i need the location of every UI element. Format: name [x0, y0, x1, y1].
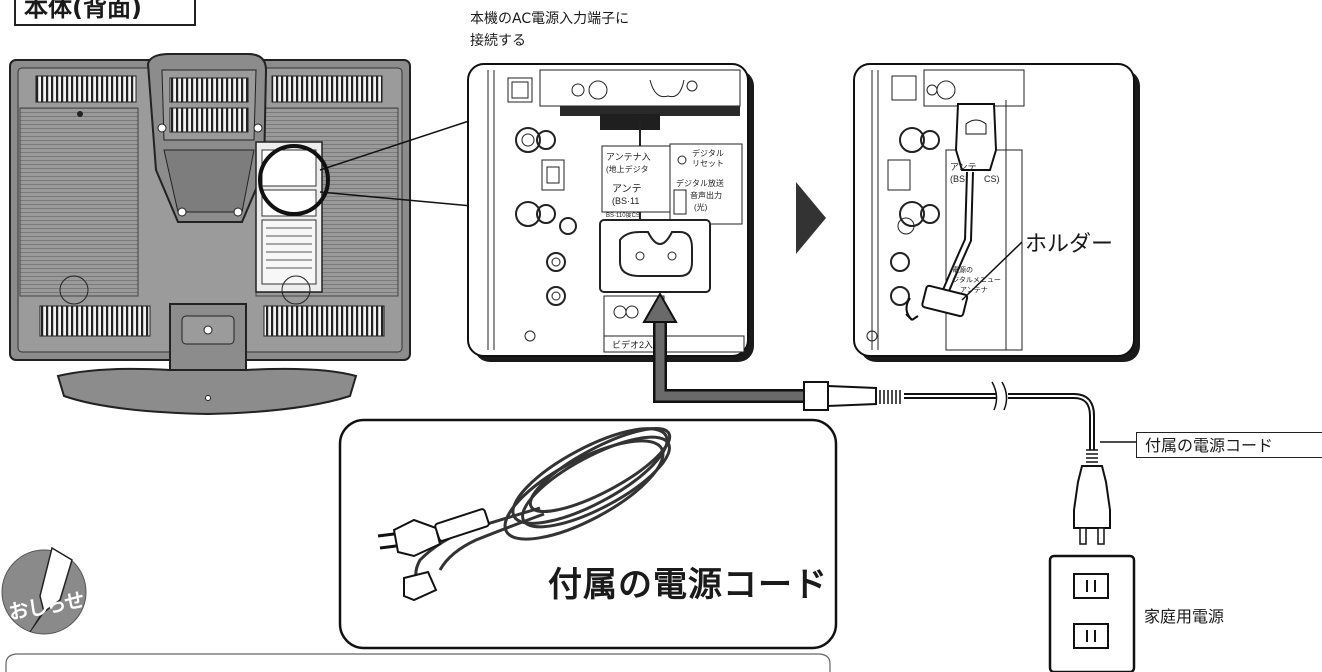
callout-line-1: 本機のAC電源入力端子に: [470, 11, 630, 27]
zoom-line-bottom: [319, 191, 473, 207]
cord-path: [642, 291, 1136, 545]
holder-leader: [961, 241, 1023, 301]
accessory-label: 付属の電源コード: [548, 565, 828, 605]
outlet-label: 家庭用電源: [1144, 607, 1225, 626]
p1-bs110: (BS·11: [612, 196, 639, 206]
p1-digital-broadcast: デジタル放送: [676, 178, 724, 188]
panel-ac-input: アンテナ入 (地上デジタ アンテ (BS·11 BS·110度CS デジタル リ…: [467, 63, 754, 362]
note-frame: [5, 653, 831, 672]
step-arrow: [796, 182, 826, 254]
callout-line-2: 接続する: [470, 33, 526, 49]
p1-reset: リセット: [692, 159, 724, 168]
p1-video2: ビデオ2入力: [612, 339, 662, 350]
accessory-box: [338, 418, 838, 650]
holder-label: ホルダー: [1025, 232, 1114, 257]
notice-badge: [1, 546, 87, 635]
panel-holder: アンテ (BS CS) 電源の ジタルメニュー アンテナ: [853, 63, 1140, 362]
tv-back-illustration: [9, 53, 411, 416]
p1-optical: (光): [694, 202, 708, 212]
p1-audio-out: 音声出力: [690, 190, 722, 200]
p1-bs-small: BS·110度CS: [606, 211, 640, 219]
p2-antenna: アンテ: [950, 162, 977, 172]
p2-cs: CS): [984, 174, 1000, 184]
callout-label: 本機のAC電源入力端子に 接続する: [470, 8, 730, 52]
p2-menu1: 電源の: [952, 265, 973, 274]
p1-antenna-in: アンテナ入: [606, 152, 651, 162]
section-title: 本体(背面): [14, 0, 196, 26]
wall-outlet: [1048, 554, 1136, 672]
p1-digital-reset: デジタル: [692, 148, 724, 158]
p2-menu3: アンテナ: [960, 286, 988, 294]
zoom-line-top: [319, 119, 473, 171]
p1-antenna-bs: アンテ: [612, 184, 642, 195]
cord-label: 付属の電源コード: [1136, 432, 1322, 458]
p2-menu2: ジタルメニュー: [952, 275, 1001, 284]
p2-bs: (BS: [950, 174, 965, 184]
p1-terrestrial: (地上デジタ: [606, 164, 649, 174]
